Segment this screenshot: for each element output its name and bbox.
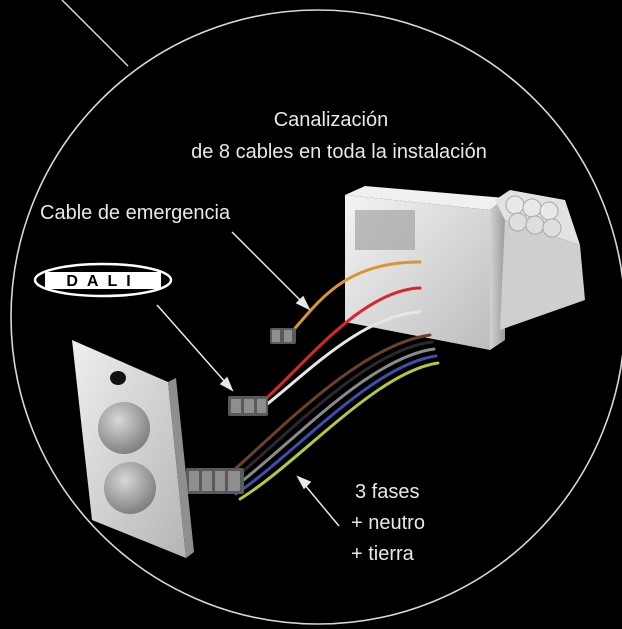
terminal-dali (228, 396, 268, 416)
dali-logo-text: DALI (66, 273, 139, 290)
label-fases: 3 fases (355, 481, 420, 503)
label-emergencia: Cable de emergencia (40, 202, 231, 224)
label-neutro: + neutro (351, 512, 425, 534)
wall-plate (72, 340, 194, 558)
wire-brown (223, 333, 432, 480)
plate-hole (110, 371, 126, 385)
wires (223, 260, 440, 501)
knob-top (98, 402, 150, 454)
knob-bottom (104, 462, 156, 514)
label-canalizacion-title: Canalización (273, 109, 389, 131)
terminal-phases (186, 468, 244, 494)
label-canalizacion-subtitle: de 8 cables en toda la instalación (191, 141, 487, 163)
wire-orange (288, 260, 422, 336)
wire-white (260, 310, 422, 410)
dali-logo: DALI (33, 262, 173, 298)
terminal-emergency (270, 328, 296, 344)
connector-terminal-block (505, 195, 562, 238)
magnifier-circle (10, 9, 622, 625)
wire-green-yellow (238, 361, 440, 501)
label-tierra: + tierra (351, 543, 414, 565)
wire-blue (234, 354, 438, 496)
wire-gray (230, 347, 436, 491)
wire-red (260, 286, 422, 404)
pointer-arrows (156, 231, 340, 527)
junction-box (345, 186, 585, 350)
wire-black (226, 340, 434, 486)
leader-line (61, 0, 129, 67)
